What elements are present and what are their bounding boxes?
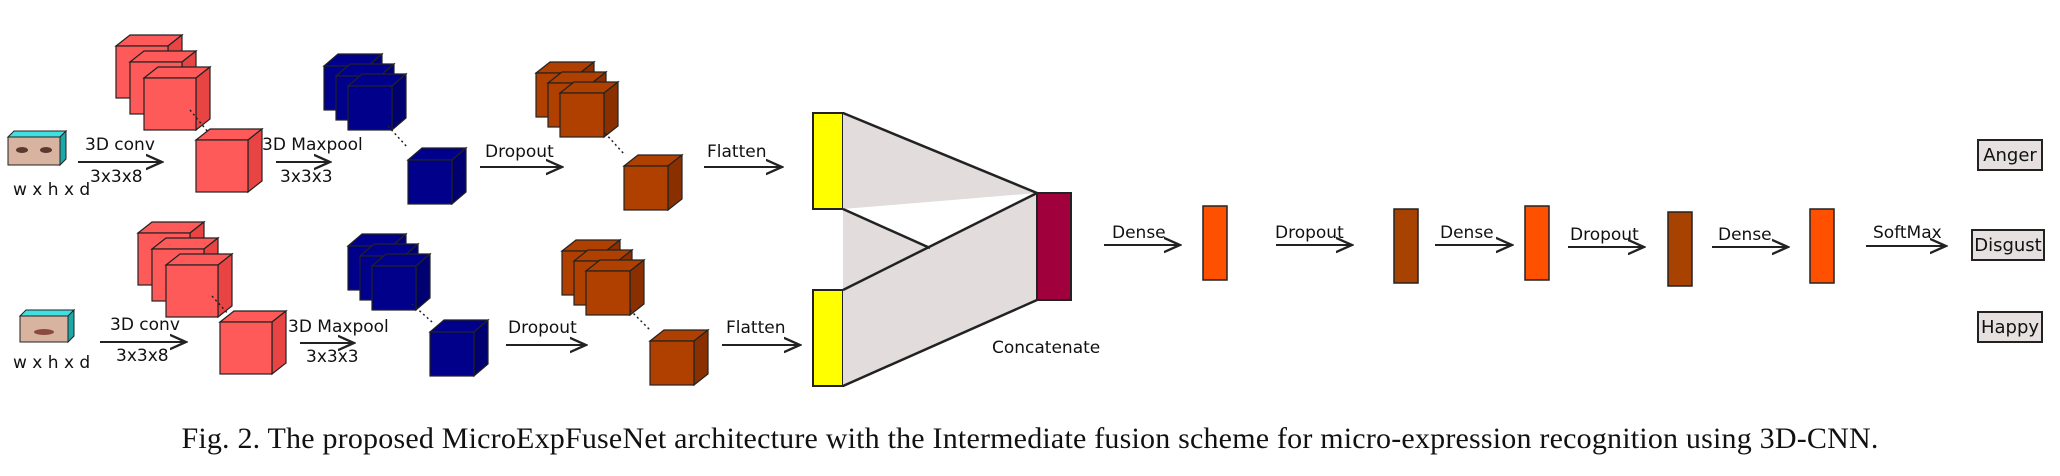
dropout-layer (1667, 211, 1693, 287)
pool-label: 3D Maxpool (288, 317, 389, 337)
flatten-label: Flatten (726, 318, 785, 338)
dense-layer (1809, 208, 1835, 284)
output-label-anger: Anger (1983, 145, 2037, 166)
mouth-region-volume-icon (18, 308, 76, 344)
stream-2: w x h x d 3D conv 3x3x8 3D Maxpool 3x3x3 (13, 220, 844, 387)
dense-label: Dense (1718, 225, 1772, 245)
output-classes: Anger Disgust Happy (1971, 139, 2045, 343)
conv-params-label: 3x3x8 (116, 346, 169, 366)
dense-head: Dense Dropout Dense Dropout Dense SoftMa… (1104, 205, 1946, 287)
conv-label: 3D conv (85, 135, 155, 155)
fusion-block (842, 111, 1072, 388)
pool-params-label: 3x3x3 (306, 347, 359, 367)
dropout-label: Dropout (508, 318, 577, 338)
pool-cubes (322, 52, 468, 206)
concatenate-vector (1036, 192, 1072, 301)
stream-1: w x h x d 3D conv 3x3x8 3D Maxpool 3x3x3 (6, 33, 844, 212)
dropout-cubes (534, 60, 684, 212)
dense-layer (1524, 205, 1550, 281)
figure-caption: Fig. 2. The proposed MicroExpFuseNet arc… (181, 422, 1879, 455)
dropout-layer (1393, 208, 1419, 284)
eye-region-volume-icon (6, 129, 68, 167)
input-dims-label: w x h x d (13, 353, 90, 373)
dropout-label: Dropout (485, 142, 554, 162)
pool-params-label: 3x3x3 (280, 167, 333, 187)
flatten-vector (812, 112, 844, 210)
pool-cubes (346, 232, 490, 378)
dropout-cubes (560, 238, 710, 387)
output-box-happy (1977, 311, 2043, 343)
dense-layer (1202, 205, 1228, 281)
dense-label: Dense (1440, 223, 1494, 243)
conv-params-label: 3x3x8 (90, 167, 143, 187)
dropout-label: Dropout (1275, 223, 1344, 243)
flatten-vector (812, 289, 844, 387)
conv-label: 3D conv (110, 315, 180, 335)
input-dims-label: w x h x d (13, 180, 90, 200)
output-label-happy: Happy (1981, 317, 2039, 338)
dense-label: Dense (1112, 223, 1166, 243)
output-label-disgust: Disgust (1974, 235, 2042, 256)
architecture-diagram: w x h x d 3D conv 3x3x8 3D Maxpool 3x3x3 (6, 33, 2045, 388)
conv-cubes (114, 33, 264, 194)
softmax-label: SoftMax (1873, 223, 1942, 243)
pool-label: 3D Maxpool (262, 135, 363, 155)
output-box-anger (1977, 139, 2043, 171)
flatten-label: Flatten (707, 142, 766, 162)
dropout-label: Dropout (1570, 225, 1639, 245)
output-box-disgust (1971, 229, 2045, 261)
conv-cubes (136, 220, 288, 376)
concatenate-label: Concatenate (992, 338, 1100, 358)
